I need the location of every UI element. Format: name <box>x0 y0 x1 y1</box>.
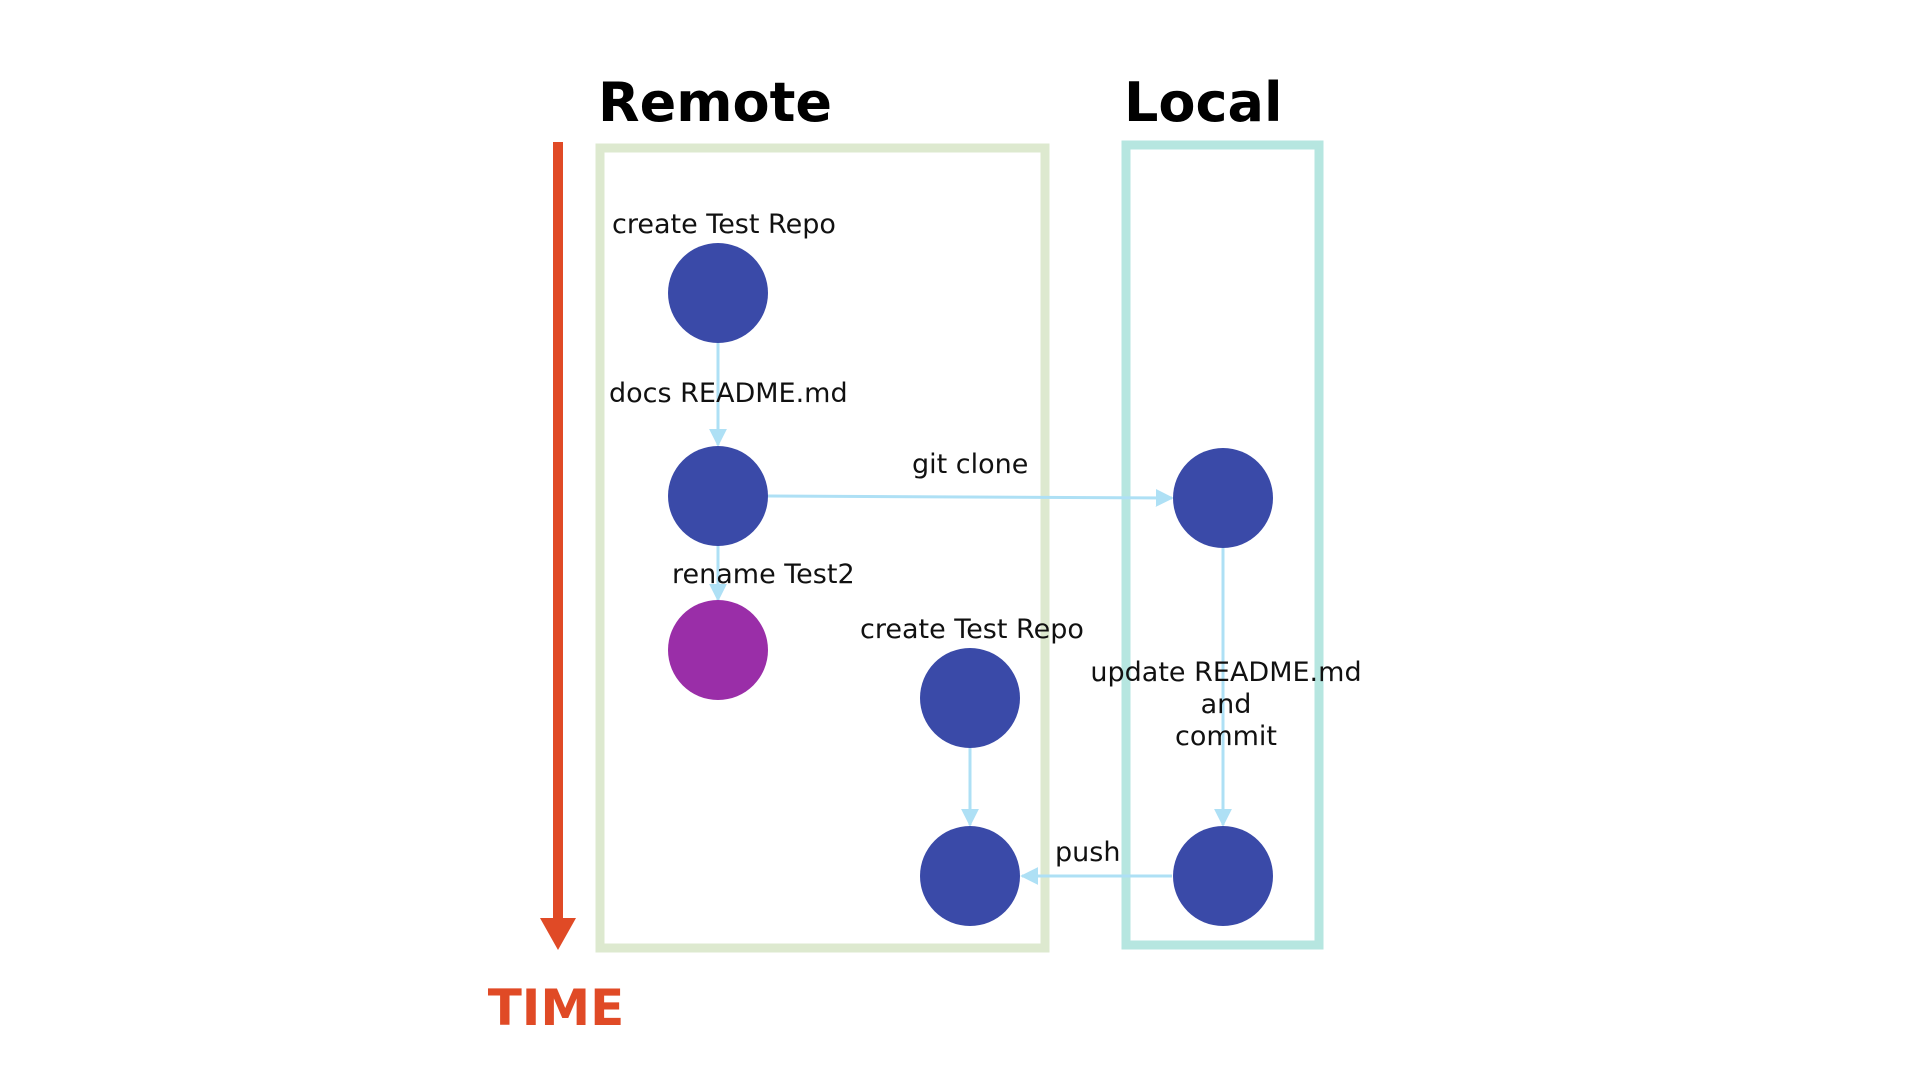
local-box <box>1121 140 1324 950</box>
node-local-commit <box>1173 826 1273 926</box>
remote-box <box>595 143 1050 953</box>
label-update-line2: and <box>1201 689 1252 720</box>
label-create-test-repo-2: create Test Repo <box>860 614 1084 645</box>
local-heading: Local <box>1124 71 1282 134</box>
label-update-line1: update README.md <box>1090 657 1361 688</box>
node-local-clone <box>1173 448 1273 548</box>
remote-heading: Remote <box>598 71 832 134</box>
time-arrow-head <box>540 918 576 950</box>
label-git-clone: git clone <box>912 449 1028 480</box>
connector-git-clone <box>767 488 1174 507</box>
node-remote-rename <box>668 600 768 700</box>
label-rename-test2: rename Test2 <box>672 559 855 590</box>
node-remote-create-2 <box>920 648 1020 748</box>
label-docs-readme: docs README.md <box>609 378 848 409</box>
node-remote-pushed <box>920 826 1020 926</box>
label-create-test-repo-1: create Test Repo <box>612 209 836 240</box>
label-push: push <box>1055 837 1120 868</box>
node-remote-create <box>668 243 768 343</box>
node-remote-docs <box>668 446 768 546</box>
time-label: TIME <box>488 979 625 1037</box>
label-update-line3: commit <box>1175 721 1277 752</box>
